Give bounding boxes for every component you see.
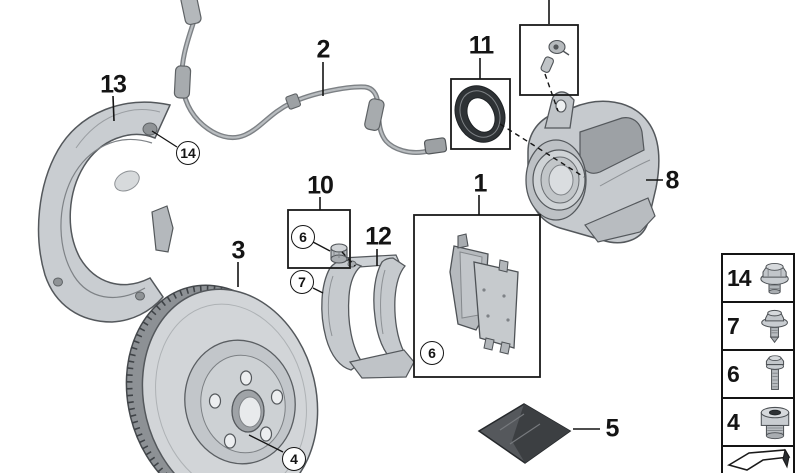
cable-grommet [364, 98, 385, 131]
legend-row-4[interactable]: 4 [723, 399, 793, 447]
dashed-reference-lines [341, 73, 585, 267]
brake-disc [125, 284, 319, 473]
brake-caliper [525, 91, 660, 244]
leader-lines [112, 0, 663, 453]
callout-1[interactable]: 1 [473, 169, 488, 198]
washer-screw-icon [761, 309, 788, 344]
legend-row-6[interactable]: 6 [723, 351, 793, 399]
shield-tab [151, 205, 174, 253]
callout-3[interactable]: 3 [231, 236, 246, 265]
cable-grommet [173, 65, 192, 99]
guide-bushing-nut [330, 243, 348, 264]
sensor-head [423, 137, 448, 155]
legend-label-14: 14 [727, 264, 752, 291]
legend-row-14[interactable]: 14 [723, 255, 793, 303]
legend-label-7: 7 [727, 312, 740, 339]
sensor-connector [180, 0, 202, 26]
dust-shield [37, 101, 174, 323]
circled-callout-4[interactable]: 4 [282, 447, 306, 471]
callout-12[interactable]: 12 [365, 222, 392, 251]
legend-label-6: 6 [727, 360, 740, 387]
disc-lug-holes [208, 370, 284, 449]
callout-10[interactable]: 10 [307, 171, 334, 200]
bleeder-kit-box [519, 24, 579, 96]
caliper-bracket [321, 254, 415, 379]
circled-callout-14[interactable]: 14 [176, 141, 200, 165]
fastener-legend: 14 7 6 4 [721, 253, 795, 473]
callout-5[interactable]: 5 [605, 414, 620, 443]
callout-2[interactable]: 2 [316, 35, 331, 64]
circled-callout-7[interactable]: 7 [290, 270, 314, 294]
legend-row-7[interactable]: 7 [723, 303, 793, 351]
socket-plug-icon [760, 406, 790, 440]
callout-13[interactable]: 13 [100, 70, 127, 99]
direction-arrow-icon [726, 448, 791, 471]
flange-bolt-icon [760, 262, 789, 295]
pad-sensor-clip [457, 233, 469, 249]
legend-label-4: 4 [727, 408, 740, 435]
bleeder-parts [540, 39, 570, 73]
wear-sensor-cable [173, 0, 448, 155]
cable-clip [285, 93, 302, 110]
seal-ring [454, 85, 506, 143]
brake-pads [449, 233, 519, 355]
guide-bushing-kit-box [287, 209, 351, 269]
brake-pad-kit-box [413, 214, 541, 378]
legend-row-arrow[interactable] [723, 447, 793, 473]
long-flange-bolt-icon [765, 355, 785, 390]
callout-11[interactable]: 11 [468, 31, 494, 60]
circled-callout-6-bracket[interactable]: 6 [291, 225, 315, 249]
circled-callout-6-pads[interactable]: 6 [420, 341, 444, 365]
grease-packet [477, 403, 572, 464]
callout-8[interactable]: 8 [665, 166, 680, 195]
